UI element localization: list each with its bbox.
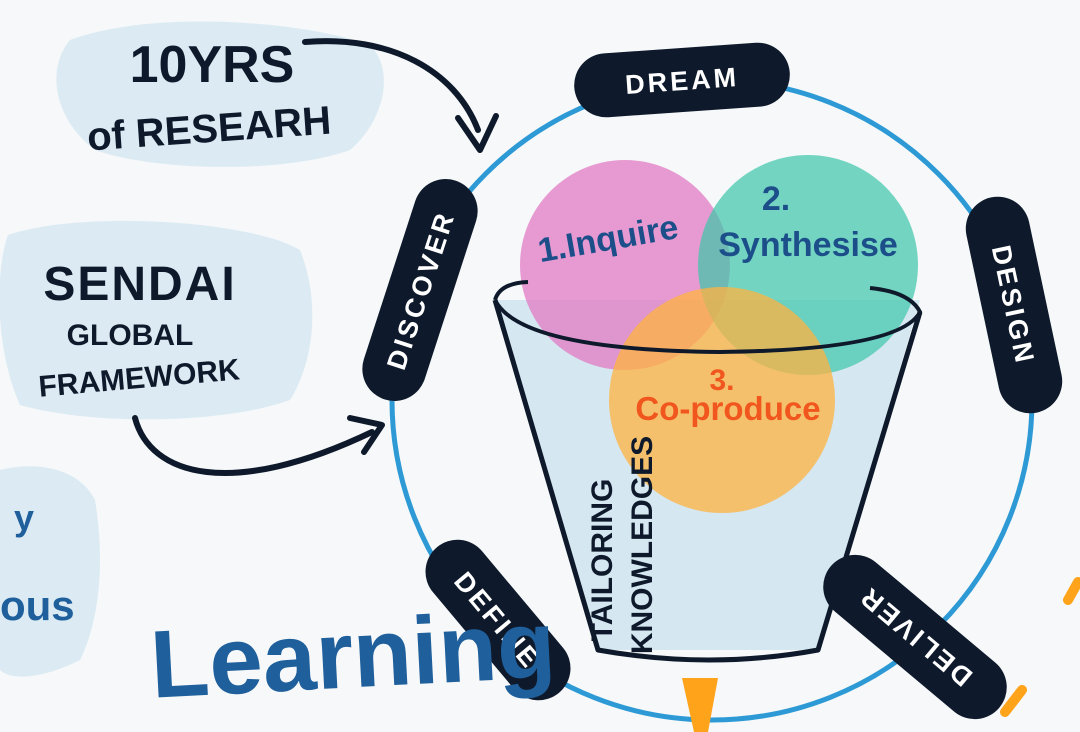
orange-spark-2 [1000,685,1027,717]
cup-rim [493,286,923,355]
design-pill: DESIGN [965,196,1063,414]
sendai-line1: SENDAI [43,258,236,311]
sendai-wash [0,220,313,420]
define-pill-shape [425,539,571,701]
research-wash [56,21,384,167]
left-fragment-wash [0,466,100,677]
synthesise-label: Synthesise [718,226,898,264]
discover-pill: DISCOVER [362,179,478,401]
orange-drop [682,678,718,732]
research-line1: 10YRS [130,36,295,94]
research-arrowhead [455,113,499,153]
coproduce-circle [609,287,835,513]
deliver-pill: DELIVER [823,554,1007,720]
left-fragment-ous: ous [0,582,75,629]
deliver-pill-shape [823,554,1007,720]
learning-title: Learning [148,591,558,719]
design-pill-shape [965,196,1063,414]
research-arrow [302,38,481,133]
discover-pill-shape [362,179,478,401]
cup-outline [492,299,923,663]
funnel-line1: TAILORING [586,479,619,642]
orange-spark-1 [1063,577,1080,605]
dream-pill: DREAM [574,42,790,118]
coproduce-label: Co-produce [635,390,820,427]
sendai-line2: GLOBAL [67,319,194,352]
left-fragment-y: y [14,497,34,538]
sendai-arrowhead [347,415,385,455]
coproduce-number: 3. [709,364,734,397]
funnel-line2: KNOWLEDGES [626,436,659,654]
dream-pill-shape [574,42,790,118]
sendai-arrow [132,415,375,476]
cup-rim-back [493,280,529,301]
synthesise-number: 2. [762,180,790,218]
